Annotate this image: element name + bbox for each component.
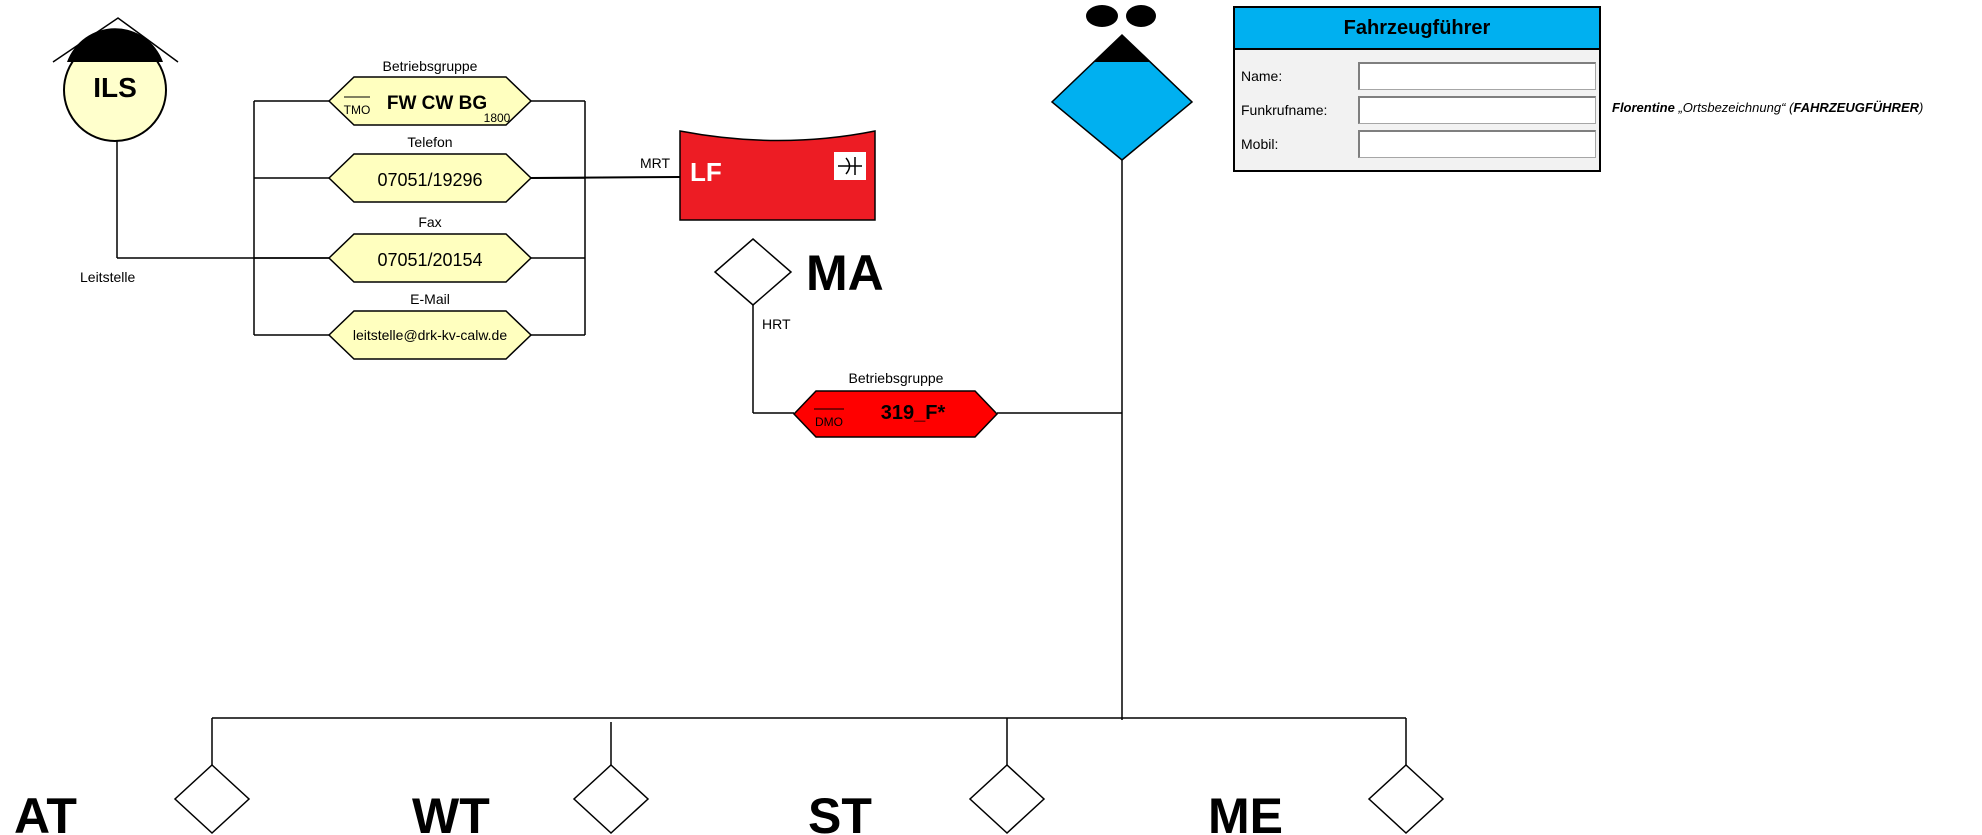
- callsign-field[interactable]: [1358, 96, 1596, 124]
- phone-value: 07051/19296: [377, 170, 482, 190]
- troop-me[interactable]: ME: [1208, 763, 1445, 835]
- dmo-value: 319_F*: [881, 402, 946, 424]
- vehicle-leader-note: Florentine „Ortsbezeichnung“ (FAHRZEUGFÜ…: [1612, 100, 1923, 115]
- name-row: Name:: [1235, 62, 1599, 92]
- connection-type-label: Telefon: [407, 134, 452, 150]
- ils-label: ILS: [93, 72, 137, 103]
- mrt-link-label: MRT: [640, 155, 671, 171]
- connection-dmo-group[interactable]: Betriebsgruppe DMO 319_F*: [792, 370, 999, 438]
- note-mid: „Ortsbezeichnung“ (: [1674, 100, 1794, 115]
- connection-fax[interactable]: Fax 07051/20154: [254, 214, 585, 283]
- troop-st[interactable]: ST: [808, 763, 1046, 835]
- ma-label: MA: [806, 245, 884, 301]
- vehicle-lf[interactable]: LF: [679, 130, 876, 221]
- troop-label: ME: [1208, 788, 1283, 835]
- connection-betriebsgruppe[interactable]: Betriebsgruppe TMO FW CW BG 1800: [254, 58, 585, 126]
- connection-telefon[interactable]: Telefon 07051/19296: [254, 134, 585, 203]
- note-end: ): [1919, 100, 1924, 115]
- mobile-row: Mobil:: [1235, 130, 1599, 160]
- connection-type-label: Fax: [418, 214, 441, 230]
- hrt-link-label: HRT: [762, 316, 791, 332]
- ils-cap-shape: [67, 28, 163, 62]
- troop-wt[interactable]: WT: [412, 763, 650, 835]
- troop-label: ST: [808, 788, 872, 835]
- callsign-row: Funkrufname:: [1235, 96, 1599, 126]
- fax-value: 07051/20154: [377, 250, 482, 270]
- leader-dot-left: [1086, 5, 1118, 27]
- connection-email[interactable]: E-Mail leitstelle@drk-kv-calw.de: [254, 291, 585, 360]
- ils-symbol[interactable]: ILS: [52, 17, 179, 142]
- name-label: Name:: [1241, 68, 1283, 84]
- connection-type-label: E-Mail: [410, 291, 450, 307]
- name-field[interactable]: [1358, 62, 1596, 90]
- vehicle-leader-symbol[interactable]: [1050, 5, 1194, 161]
- ma-symbol[interactable]: MA: [713, 238, 884, 306]
- vehicle-leader-panel: Fahrzeugführer Name: Funkrufname: Mobil:: [1233, 6, 1601, 172]
- note-role: FAHRZEUGFÜHRER: [1793, 100, 1920, 115]
- note-name: Florentine: [1612, 100, 1675, 115]
- vehicle-label: LF: [690, 157, 722, 187]
- mobile-label: Mobil:: [1241, 136, 1279, 152]
- group-value: FW CW BG: [387, 93, 487, 114]
- email-value: leitstelle@drk-kv-calw.de: [353, 327, 507, 343]
- dmo-mode-label: DMO: [815, 415, 843, 429]
- connection-type-label: Betriebsgruppe: [383, 58, 478, 74]
- ils-caption: Leitstelle: [80, 269, 135, 285]
- vehicle-leader-title: Fahrzeugführer: [1235, 8, 1599, 50]
- leader-dot-right: [1126, 5, 1156, 27]
- dmo-type-label: Betriebsgruppe: [849, 370, 944, 386]
- callsign-label: Funkrufname:: [1241, 102, 1328, 118]
- group-sub: 1800: [484, 111, 511, 125]
- troop-label: AT: [14, 788, 77, 835]
- mobile-field[interactable]: [1358, 130, 1596, 158]
- troop-label: WT: [412, 788, 490, 835]
- troop-at[interactable]: AT: [14, 763, 251, 835]
- mode-label: TMO: [344, 103, 371, 117]
